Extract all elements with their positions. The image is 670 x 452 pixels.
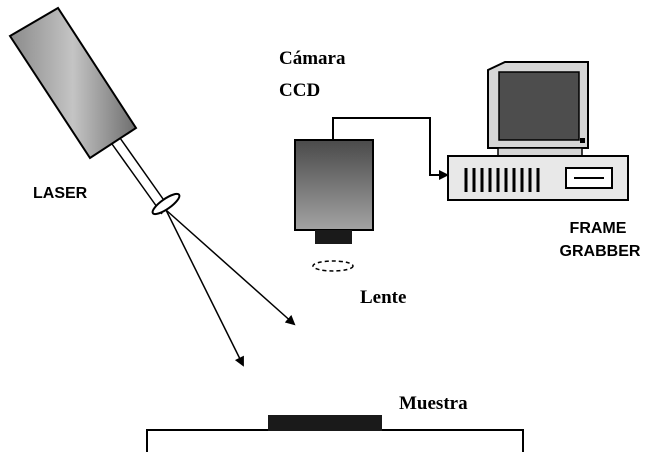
frame-grabber-label-line1: FRAME [570, 220, 627, 237]
ccd-camera-icon [294, 139, 374, 244]
lens-label: Lente [360, 287, 406, 308]
laser-device-icon [8, 6, 169, 215]
frame-grabber-label-line2: GRABBER [560, 243, 641, 260]
camera-label-line2: CCD [279, 80, 320, 101]
camera-lens-icon [312, 260, 354, 272]
camera-label-line1: Cámara [279, 48, 346, 69]
sample-table [146, 429, 524, 452]
laser-label: LASER [33, 185, 88, 202]
sample-icon [268, 415, 382, 431]
computer-icon [447, 61, 629, 201]
laser-beams [165, 209, 296, 367]
beam-lens-icon [151, 192, 181, 216]
sample-label: Muestra [399, 393, 468, 414]
camera-cable-arrow [332, 117, 449, 180]
